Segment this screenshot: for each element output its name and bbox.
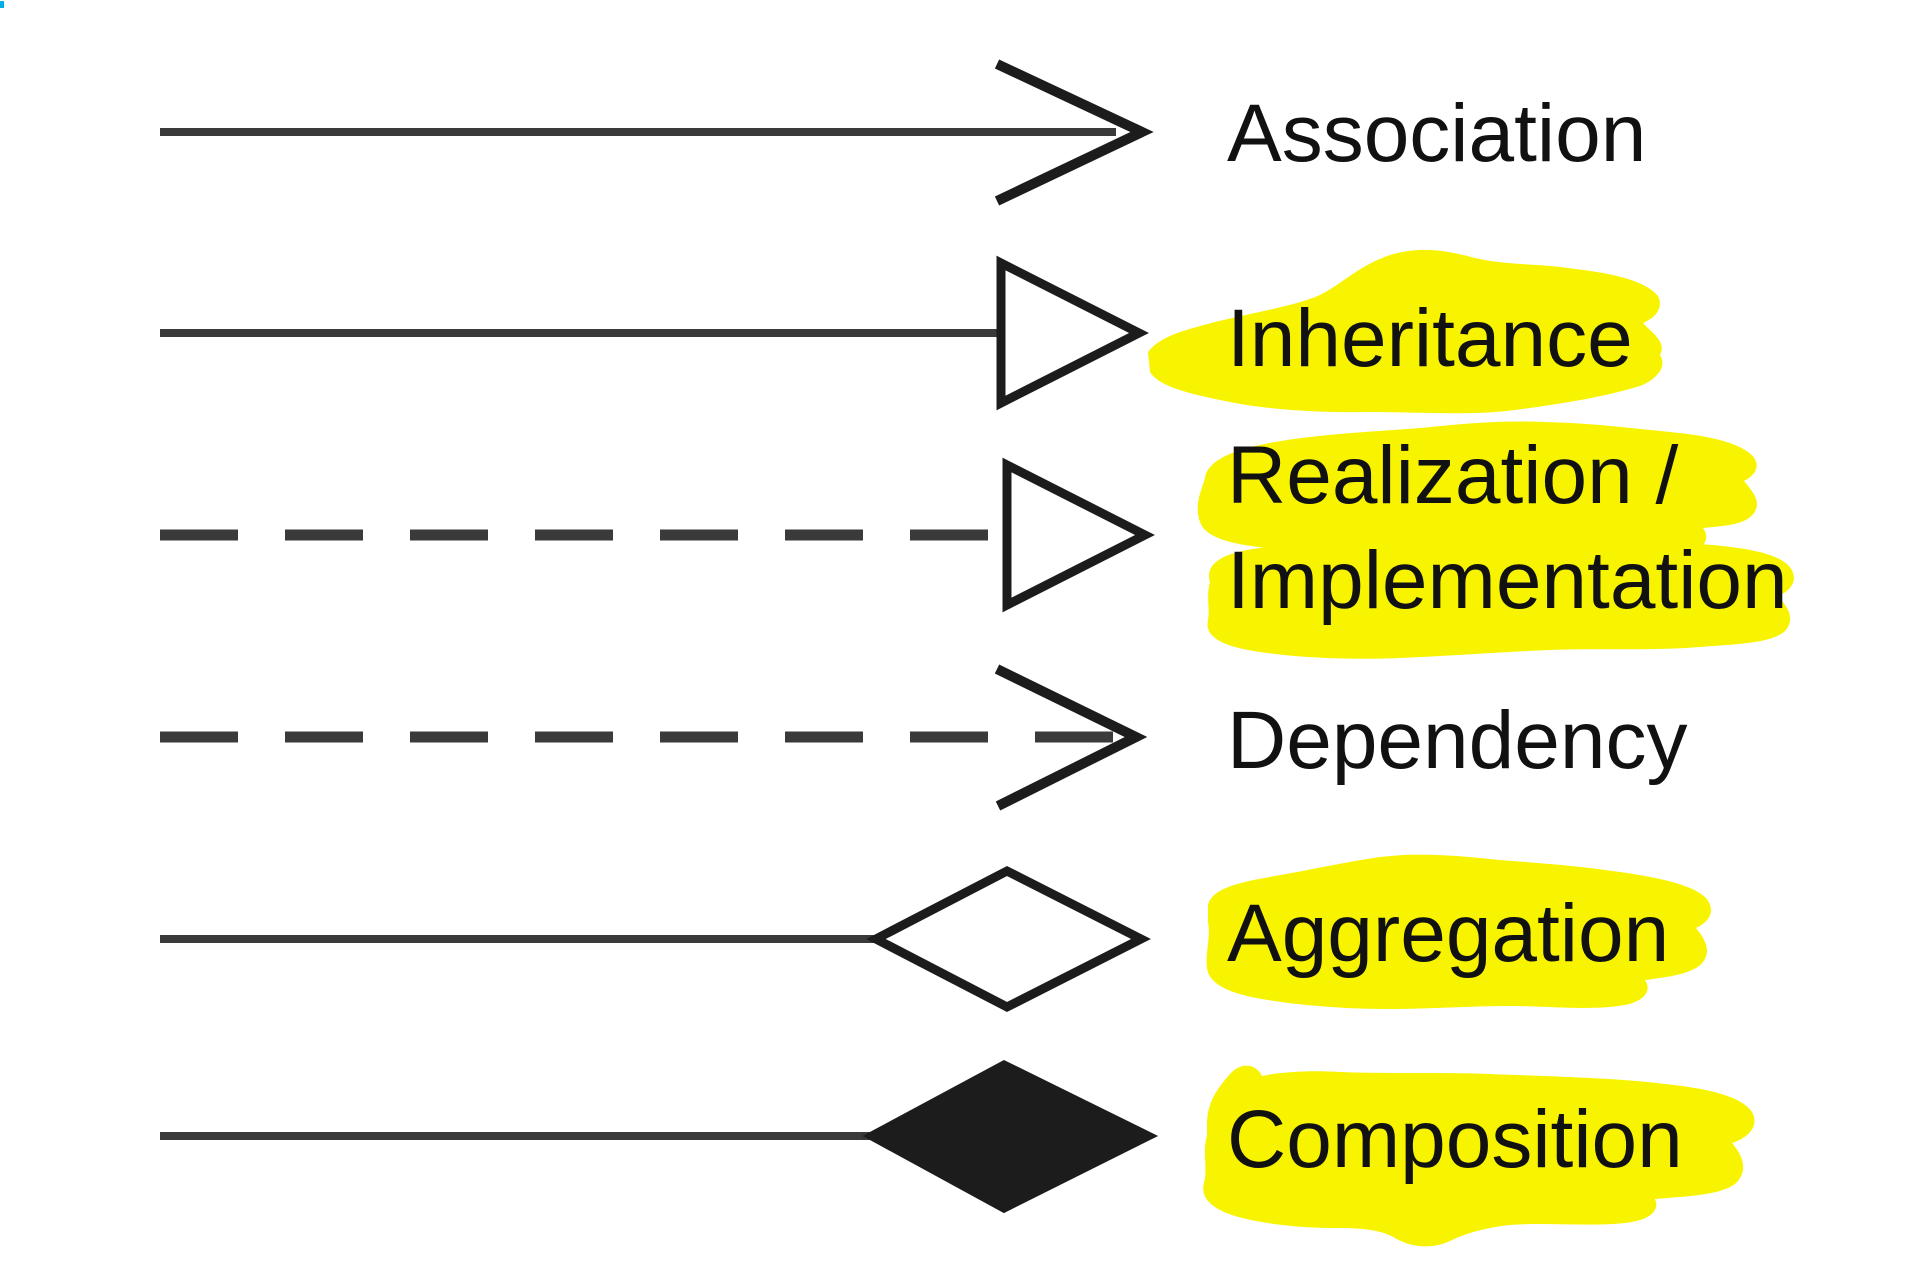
corner-artifact [0,1,4,8]
legend-row-aggregation: Aggregation [160,854,1711,1013]
inheritance-label: Inheritance [1227,293,1633,384]
filled-diamond-icon [862,1059,1159,1214]
composition-label: Composition [1227,1094,1683,1185]
legend-row-association: Association [160,59,1646,206]
realization-label-line1: Realization / [1227,430,1678,521]
highlighter-mark-implementation [1207,540,1794,659]
legend-row-realization: Realization / Implementation [160,421,1794,659]
open-arrowhead-icon [994,664,1148,811]
legend-row-dependency: Dependency [160,664,1687,811]
legend-row-composition: Composition [160,1059,1755,1247]
association-label: Association [1227,88,1646,179]
realization-label-line2: Implementation [1227,535,1788,626]
hollow-diamond-icon [866,865,1151,1013]
hollow-triangle-icon [996,255,1149,411]
legend-row-inheritance: Inheritance [160,249,1663,414]
aggregation-label: Aggregation [1227,888,1669,979]
highlighter-mark-composition [1203,1065,1755,1247]
highlighter-mark-aggregation [1206,854,1711,1009]
hollow-triangle-icon [1002,457,1155,613]
highlighter-mark-realization [1197,421,1757,556]
dependency-label: Dependency [1227,695,1687,786]
highlighter-mark-inheritance [1148,249,1663,414]
open-arrowhead-icon [994,59,1154,206]
